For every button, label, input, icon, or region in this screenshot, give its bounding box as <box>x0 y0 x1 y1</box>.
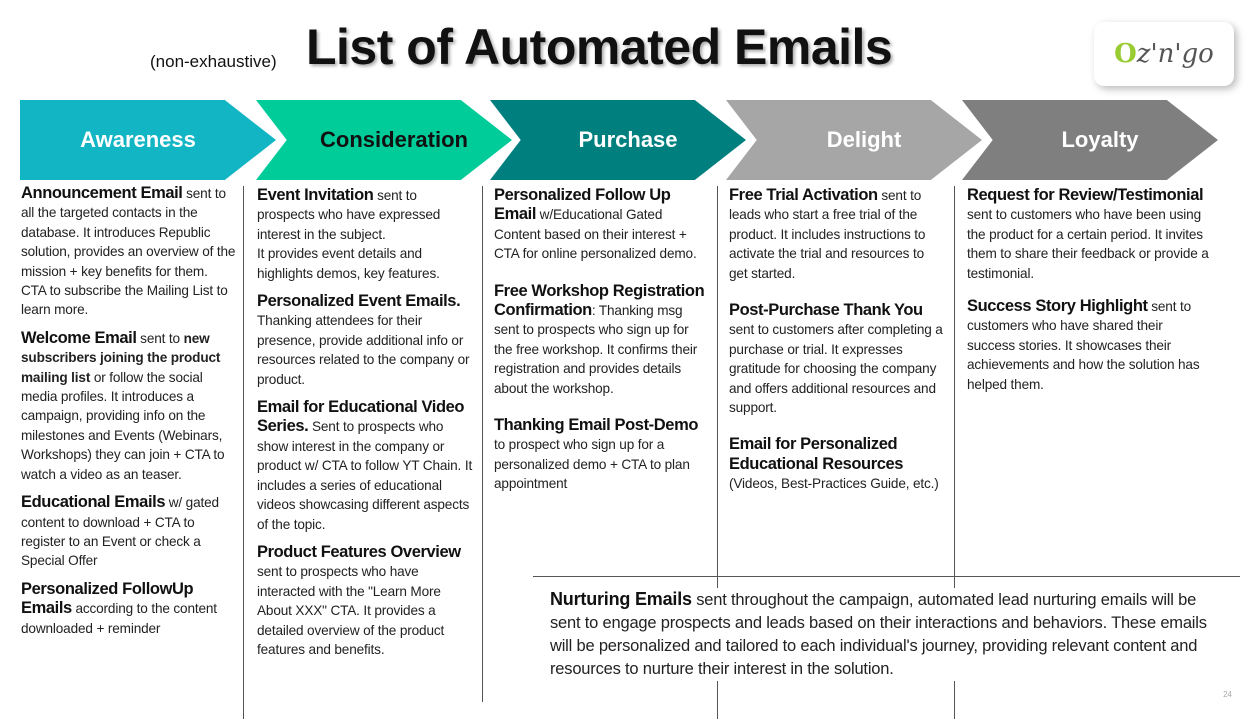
stage-purchase: Purchase <box>490 100 746 180</box>
purchase-column: Personalized Follow Up Email w/Education… <box>494 186 710 503</box>
email-desc: sent to leads who start a free trial of … <box>729 188 926 281</box>
stage-consideration: Consideration <box>256 100 512 180</box>
email-desc: (Videos, Best-Practices Guide, etc.) <box>729 476 939 492</box>
stage-delight: Delight <box>726 100 982 180</box>
email-desc: sent to prospects who have interacted wi… <box>257 564 445 657</box>
email-item: Free Trial Activation sent to leads who … <box>729 186 945 283</box>
email-item: Free Workshop Registration Confirmation:… <box>494 282 710 398</box>
email-title: Personalized Event Emails. <box>257 292 461 311</box>
email-item: Personalized Event Emails. Thanking atte… <box>257 292 473 389</box>
page-number: 24 <box>1223 690 1232 699</box>
stage-awareness: Awareness <box>20 100 276 180</box>
email-item: Event Invitation sent to prospects who h… <box>257 186 473 283</box>
email-item: Personalized Follow Up Email w/Education… <box>494 186 710 264</box>
email-desc: sent to all the targeted contacts in the… <box>21 186 236 279</box>
email-desc: w/ gated content to download + CTA to re… <box>21 495 219 569</box>
column-divider <box>243 186 244 719</box>
email-desc: sent to customers who have been using th… <box>967 207 1209 281</box>
consideration-column: Event Invitation sent to prospects who h… <box>257 186 473 668</box>
email-desc: sent to customers who have shared their … <box>967 299 1200 392</box>
email-desc: Thanking attendees for their presence, p… <box>257 313 470 387</box>
email-title: Personalized FollowUp Emails <box>21 579 194 618</box>
email-item: Announcement Email sent to all the targe… <box>21 184 237 320</box>
email-title: Email for Personalized Educational Resou… <box>729 435 904 473</box>
email-desc: It provides event details and highlights… <box>257 246 440 281</box>
loyalty-column: Request for Review/Testimonial sent to c… <box>967 186 1212 403</box>
awareness-column: Announcement Email sent to all the targe… <box>21 184 237 647</box>
email-title: Announcement Email <box>21 184 183 202</box>
email-title: Success Story Highlight <box>967 297 1148 316</box>
email-desc: sent to prospects who have expressed int… <box>257 188 441 242</box>
email-item: Email for Personalized Educational Resou… <box>729 435 945 493</box>
email-item: Product Features Overview sent to prospe… <box>257 543 473 659</box>
email-title: Email for Educational Video Series. <box>257 398 465 436</box>
email-desc: CTA to subscribe the Mailing List to lea… <box>21 283 228 318</box>
email-title: Free Workshop Registration Confirmation <box>494 281 705 320</box>
email-title: Request for Review/Testimonial <box>967 186 1204 204</box>
email-desc: w/Educational Gated Content based on the… <box>494 207 697 262</box>
email-title: Free Trial Activation <box>729 186 878 204</box>
page-title: List of Automated Emails <box>306 19 893 75</box>
company-logo: Oz'n'go <box>1094 22 1234 86</box>
email-item: Personalized FollowUp Emails according t… <box>21 580 237 638</box>
title-qualifier: (non-exhaustive) <box>150 52 277 71</box>
email-title: Product Features Overview <box>257 542 461 561</box>
email-desc: : Thanking msg sent to prospects who sig… <box>494 303 698 396</box>
stage-loyalty: Loyalty <box>962 100 1218 180</box>
nurturing-divider <box>533 576 1240 577</box>
email-title: Welcome Email <box>21 328 137 347</box>
email-item: Thanking Email Post-Demo to prospect who… <box>494 416 710 494</box>
email-title: Thanking Email Post-Demo <box>494 416 699 435</box>
email-title: Post-Purchase Thank You <box>729 301 923 320</box>
column-divider <box>954 186 955 719</box>
email-desc: or follow the social media profiles. It … <box>21 369 225 482</box>
email-item: Email for Educational Video Series. Sent… <box>257 398 473 534</box>
email-desc: sent to customers after completing a pur… <box>729 322 943 416</box>
nurturing-desc: sent throughout the campaign, automated … <box>550 591 1207 678</box>
email-desc-bold: new subscribers joining the product mail… <box>21 330 221 385</box>
email-title: Event Invitation <box>257 186 374 204</box>
email-title: Personalized Follow Up Email <box>494 186 671 224</box>
email-item: Request for Review/Testimonial sent to c… <box>967 186 1212 283</box>
column-divider <box>717 186 718 719</box>
email-item: Post-Purchase Thank You sent to customer… <box>729 301 945 417</box>
nurturing-title: Nurturing Emails <box>550 589 692 609</box>
email-item: Welcome Email sent to new subscribers jo… <box>21 329 237 484</box>
email-desc: to prospect who sign up for a personaliz… <box>494 437 690 492</box>
column-divider <box>482 186 483 702</box>
email-title: Educational Emails <box>21 493 166 512</box>
nurturing-emails-note: Nurturing Emails sent throughout the cam… <box>550 588 1222 681</box>
email-desc: Sent to prospects who show interest in t… <box>257 419 473 532</box>
email-item: Success Story Highlight sent to customer… <box>967 297 1212 394</box>
email-desc: sent to <box>136 330 184 346</box>
delight-column: Free Trial Activation sent to leads who … <box>729 186 945 503</box>
email-desc: according to the content downloaded + re… <box>21 601 217 636</box>
email-item: Educational Emails w/ gated content to d… <box>21 493 237 571</box>
